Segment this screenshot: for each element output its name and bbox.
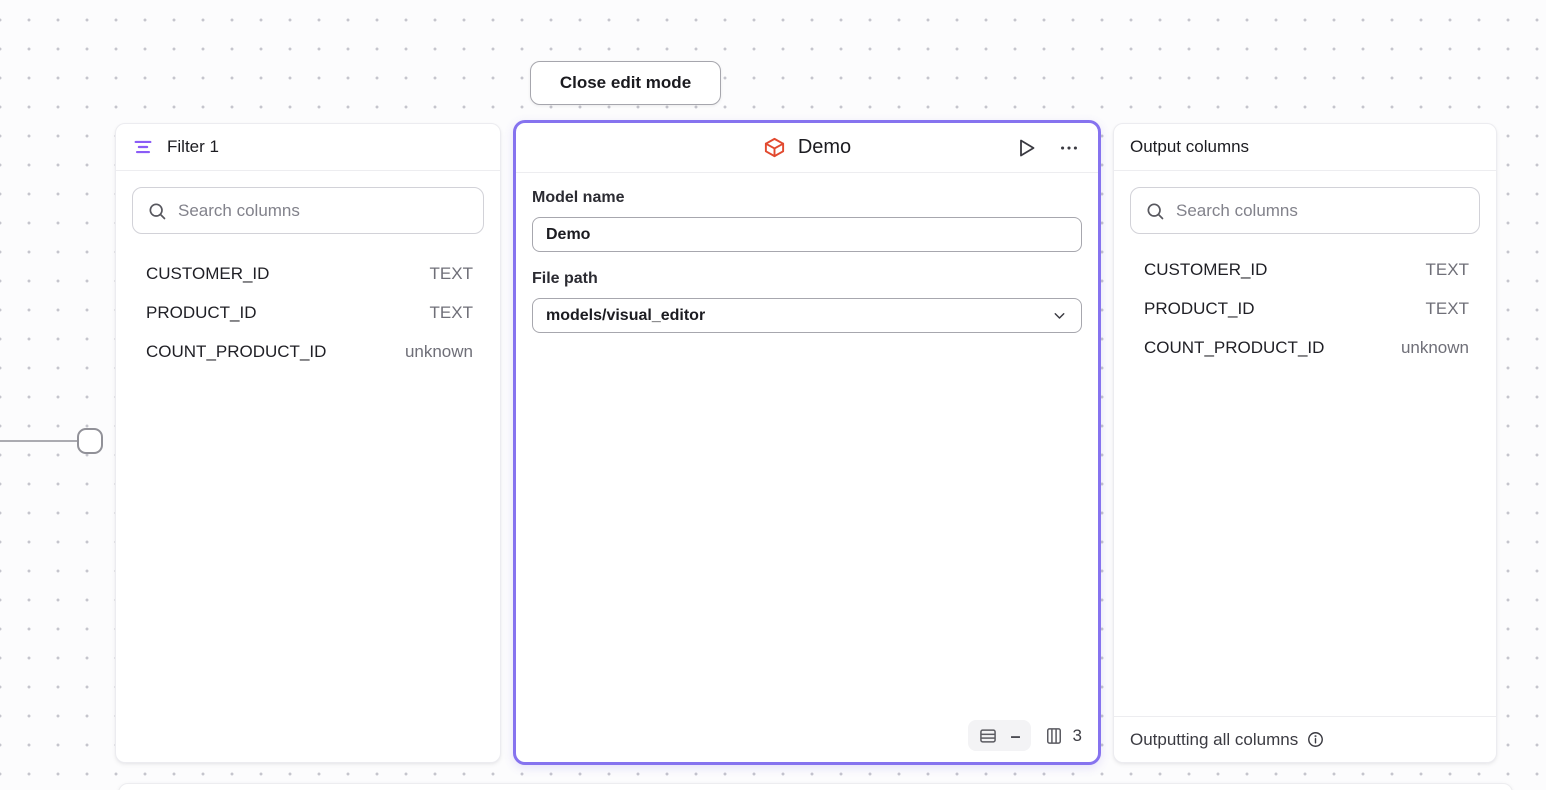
filter-node-panel[interactable]: Filter 1 CUSTOMER_ID TEXT PRODUCT_ID TEX… [115, 123, 501, 763]
edge-connector-handle[interactable] [77, 428, 103, 454]
output-columns-panel[interactable]: Output columns CUSTOMER_ID TEXT PRODUCT_… [1113, 123, 1497, 763]
column-count-indicator[interactable]: 3 [1044, 726, 1082, 746]
column-name: CUSTOMER_ID [146, 263, 270, 283]
column-type: TEXT [429, 302, 473, 322]
table-row[interactable]: PRODUCT_ID TEXT [132, 293, 484, 332]
column-name: PRODUCT_ID [146, 302, 257, 322]
output-footer-text: Outputting all columns [1130, 729, 1299, 749]
run-model-button[interactable] [1012, 134, 1040, 162]
model-panel-body: Model name File path models/visual_edito… [516, 173, 1098, 333]
column-name: PRODUCT_ID [1144, 298, 1255, 318]
output-search-input[interactable] [1176, 200, 1465, 221]
table-rows-icon [978, 726, 998, 746]
results-preview-panel[interactable] [118, 783, 1513, 790]
table-row[interactable]: CUSTOMER_ID TEXT [132, 254, 484, 293]
filter-lines-icon [132, 136, 154, 158]
filter-panel-title: Filter 1 [167, 137, 219, 156]
cube-icon [763, 136, 786, 159]
column-name: COUNT_PRODUCT_ID [1144, 337, 1325, 357]
column-name: CUSTOMER_ID [1144, 259, 1268, 279]
search-icon [1145, 201, 1165, 221]
filter-panel-header: Filter 1 [116, 124, 500, 171]
table-row[interactable]: PRODUCT_ID TEXT [1130, 289, 1480, 328]
column-count-value: 3 [1072, 725, 1082, 745]
model-panel-footer: – 3 [967, 720, 1082, 751]
column-type: unknown [1400, 337, 1469, 357]
ellipsis-icon [1058, 137, 1080, 159]
column-type: TEXT [429, 263, 473, 283]
close-edit-mode-button[interactable]: Close edit mode [530, 61, 721, 105]
chevron-down-icon [1051, 307, 1068, 324]
file-path-select[interactable]: models/visual_editor [532, 298, 1082, 333]
column-type: unknown [404, 341, 473, 361]
table-row[interactable]: COUNT_PRODUCT_ID unknown [132, 332, 484, 371]
edge-connector-line [0, 440, 78, 442]
search-icon [147, 201, 167, 221]
filter-search-box[interactable] [132, 187, 484, 234]
column-type: TEXT [1425, 298, 1469, 318]
output-search-box[interactable] [1130, 187, 1480, 234]
info-icon[interactable] [1306, 730, 1325, 749]
output-panel-header: Output columns [1114, 124, 1496, 171]
output-panel-footer: Outputting all columns [1114, 716, 1496, 762]
model-name-input[interactable] [546, 225, 1068, 244]
table-columns-icon [1044, 726, 1064, 746]
model-panel-title: Demo [797, 136, 852, 158]
row-count-indicator[interactable]: – [967, 720, 1031, 751]
file-path-label: File path [532, 270, 598, 287]
file-path-value: models/visual_editor [546, 306, 706, 324]
filter-column-list: CUSTOMER_ID TEXT PRODUCT_ID TEXT COUNT_P… [132, 254, 484, 371]
column-name: COUNT_PRODUCT_ID [146, 341, 327, 361]
table-row[interactable]: CUSTOMER_ID TEXT [1130, 250, 1480, 289]
model-node-panel[interactable]: Demo Mo [513, 120, 1101, 765]
column-type: TEXT [1425, 259, 1469, 279]
more-options-button[interactable] [1056, 135, 1082, 161]
filter-search-input[interactable] [178, 200, 469, 221]
model-name-label: Model name [532, 189, 625, 206]
output-panel-title: Output columns [1130, 137, 1250, 156]
play-icon [1014, 136, 1038, 160]
table-row[interactable]: COUNT_PRODUCT_ID unknown [1130, 328, 1480, 367]
row-count-value: – [1010, 725, 1021, 746]
model-name-field[interactable] [532, 217, 1082, 252]
output-column-list: CUSTOMER_ID TEXT PRODUCT_ID TEXT COUNT_P… [1130, 250, 1480, 367]
model-panel-header: Demo [516, 123, 1098, 173]
